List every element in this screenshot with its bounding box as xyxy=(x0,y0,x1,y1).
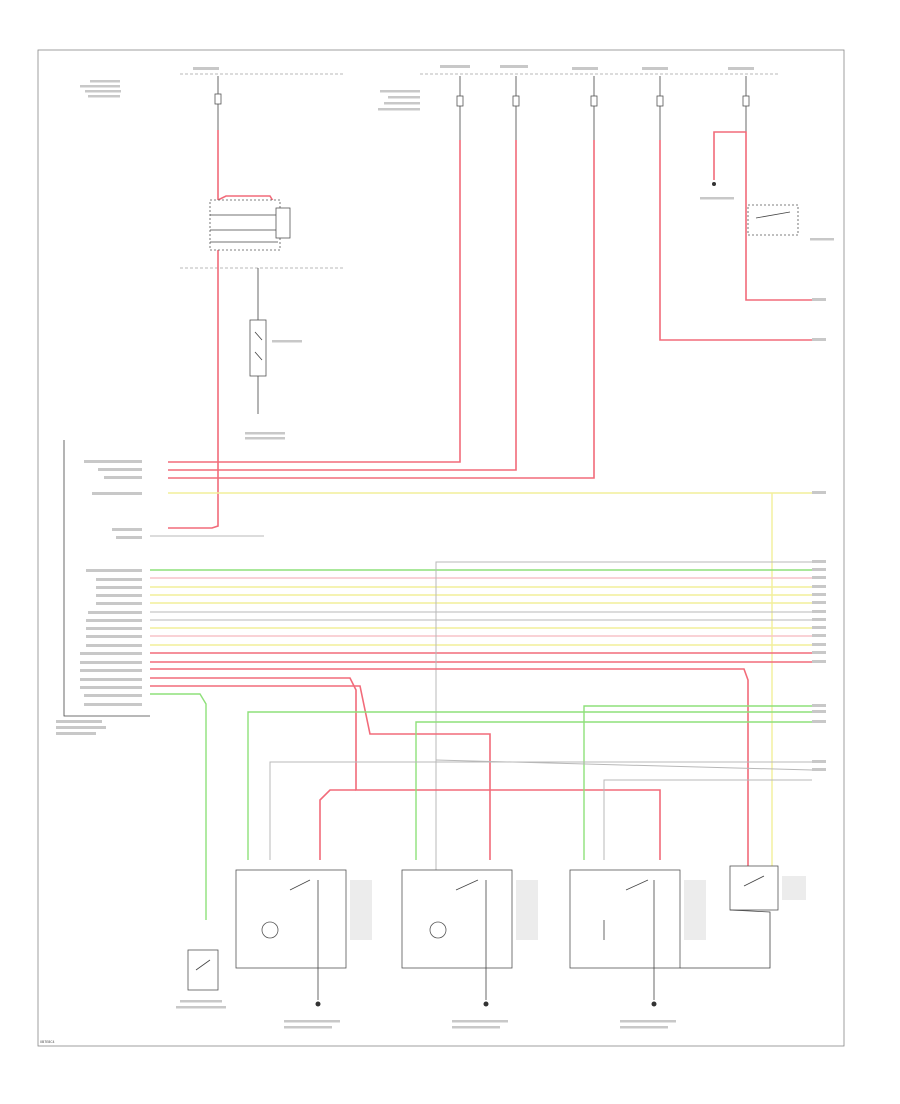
data-bus-wires xyxy=(150,569,812,663)
clockspring-chain xyxy=(245,268,302,440)
switch-module-1 xyxy=(235,869,372,1029)
right-edge-labels xyxy=(812,298,826,771)
relay-component xyxy=(680,865,806,969)
ignition-switch xyxy=(209,199,291,251)
switch-module-3 xyxy=(569,869,706,1029)
left-bottom-component xyxy=(176,949,226,1009)
module-pin-labels xyxy=(56,460,142,735)
fuse-columns xyxy=(214,76,750,140)
green-routing-switches xyxy=(150,693,812,920)
footer-code: 0B7E8C4 xyxy=(40,1040,55,1044)
switch-module-2 xyxy=(401,869,538,1029)
gray-bus-top xyxy=(435,561,812,870)
red-routing-switches xyxy=(150,668,749,870)
red-feeds-to-module xyxy=(168,140,812,479)
diagram-border xyxy=(37,49,845,1047)
right-switch-cluster xyxy=(700,131,834,301)
module-bracket xyxy=(63,440,150,717)
top-power-labels xyxy=(80,65,754,111)
gray-routing-switches xyxy=(269,759,813,860)
